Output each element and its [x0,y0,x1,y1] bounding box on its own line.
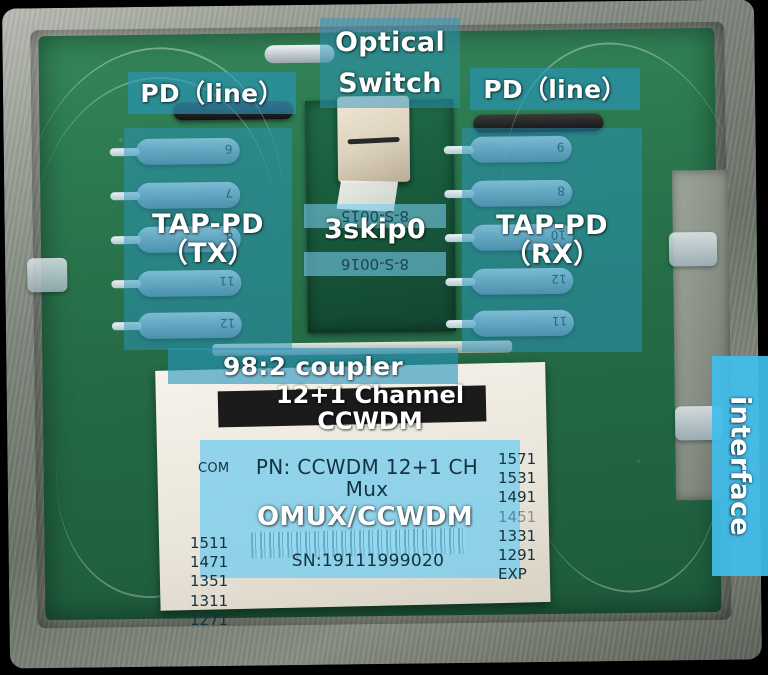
wavelength-value: 1311 [190,591,229,610]
tap-pd-tx-label-line2: （TX） [160,238,256,269]
pd-line-right-label: PD（line） [483,74,627,104]
part-number-label: PN: CCWDM 12+1 CH Mux [255,455,479,501]
optical-switch-label-line2: Switch [338,68,442,99]
tap-pd-rx-label-line1: TAP-PD [496,209,608,241]
omux-label: OMUX/CCWDM [257,501,473,532]
annotation-serial-number: SN:19111999020 [258,550,478,572]
wavelength-value: 1511 [190,534,229,552]
annotation-omux-panel [200,440,520,578]
annotation-omux: OMUX/CCWDM [240,502,490,532]
annotation-ccwdm-title: 12+1 Channel CCWDM [240,382,500,434]
annotation-tap-pd-tx: TAP-PD （TX） [124,128,292,350]
pd-line-left-label: PD（line） [140,78,284,108]
annotation-interface: interface [712,356,768,576]
tap-pd-tx-label-line1: TAP-PD [152,208,264,240]
wavelength-value: 1271 [190,610,229,629]
wavelength-value: 1331 [498,526,537,545]
serial-number-label: SN:19111999020 [291,550,445,571]
annotation-pd-line-right: PD（line） [470,68,640,110]
annotation-pd-line-left: PD（line） [128,72,296,114]
three-skip-zero-label: 3skip0 [324,214,426,246]
wavelength-value: 1351 [190,572,229,591]
annotation-part-number: PN: CCWDM 12+1 CH Mux [232,457,502,500]
annotation-tap-pd-rx: TAP-PD （RX） [462,128,642,352]
optical-switch-body [337,95,411,183]
cable-clip [668,231,718,267]
ccwdm-title-label: 12+1 Channel CCWDM [275,381,465,435]
optical-switch-label-line1: Optical [334,26,446,58]
com-port-label: COM [198,460,230,476]
wavelength-value: 1471 [190,553,229,572]
interface-label: interface [724,396,756,536]
tap-pd-rx-label-line2: （RX） [503,239,601,270]
wavelength-value: 1451 [498,507,537,526]
wavelength-column-right: 1571 1531 1491 1451 1331 1291 EXP [498,450,536,584]
cable-clip [27,257,68,293]
annotation-coupler: 98:2 coupler [168,348,458,384]
annotation-optical-switch: Optical Switch [320,18,460,108]
coupler-label: 98:2 coupler [222,351,404,381]
wavelength-value: EXP [498,565,527,584]
annotation-3skip0: 3skip0 [310,200,440,260]
wavelength-value: 1491 [498,488,537,507]
wavelength-value: 1571 [498,450,537,468]
wavelength-value: 1291 [498,545,537,564]
wavelength-value: 1531 [498,469,537,488]
wavelength-column-left: 1511 1471 1351 1311 1271 [190,534,228,630]
annotation-com-port: COM [198,460,238,478]
